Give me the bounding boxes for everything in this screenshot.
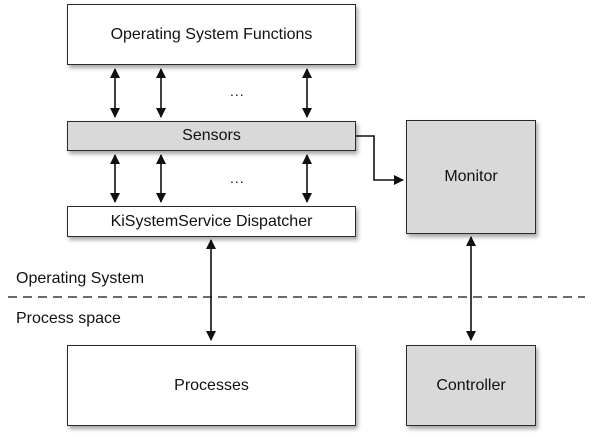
os-functions-label: Operating System Functions	[110, 25, 313, 43]
ellipsis-lower: ...	[230, 170, 245, 186]
sensors-label: Sensors	[182, 127, 241, 144]
region-label-operating-system: Operating System	[16, 270, 145, 287]
arrow-sensors-monitor	[356, 135, 404, 185]
dispatcher-label: KiSystemService Dispatcher	[110, 212, 313, 230]
processes-label: Processes	[174, 376, 249, 394]
dispatcher-box: KiSystemService Dispatcher	[67, 206, 356, 237]
monitor-label: Monitor	[444, 168, 498, 185]
controller-label: Controller	[436, 376, 506, 394]
ellipsis-upper: ...	[230, 83, 245, 99]
monitor-box: Monitor	[406, 120, 536, 234]
region-label-process-space: Process space	[16, 310, 121, 327]
sensors-box: Sensors	[67, 121, 356, 151]
controller-box: Controller	[406, 345, 536, 426]
processes-box: Processes	[67, 345, 356, 426]
os-functions-box: Operating System Functions	[67, 4, 356, 65]
